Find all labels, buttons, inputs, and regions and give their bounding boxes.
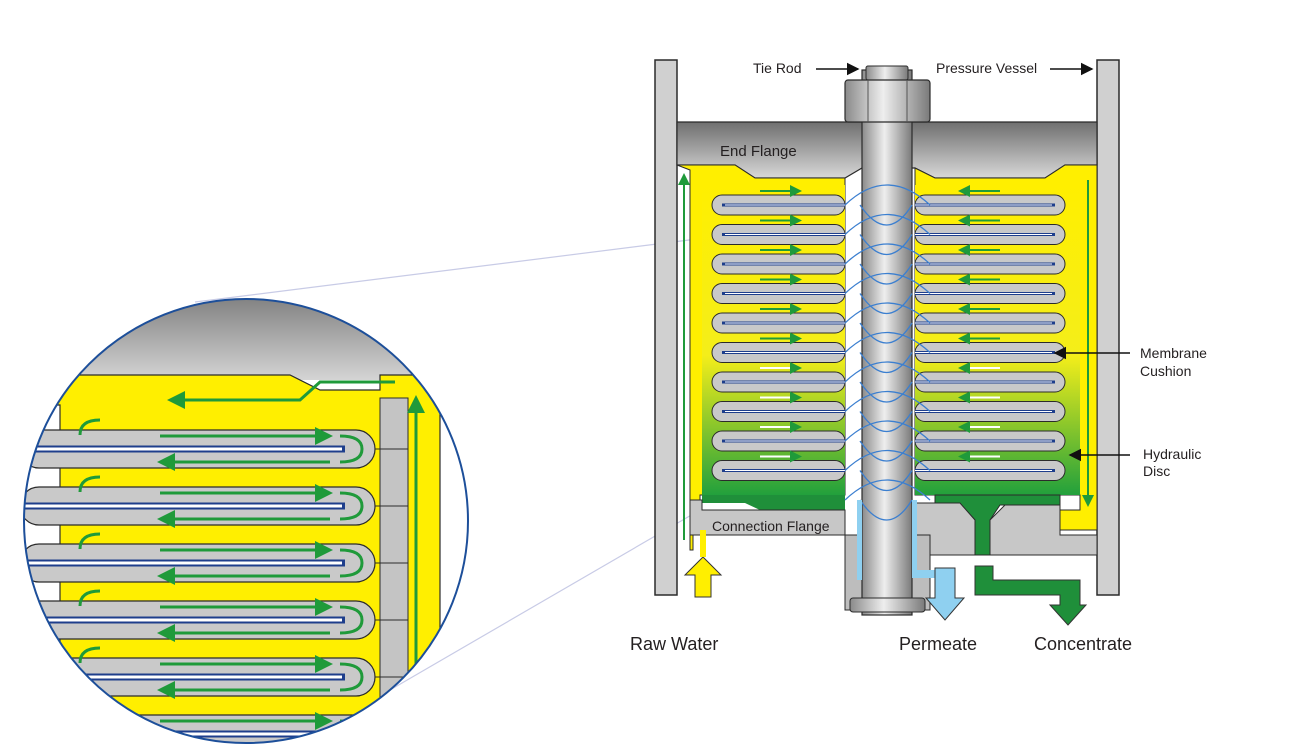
label-membrane-cushion-line1: Membrane bbox=[1140, 345, 1207, 361]
zoom-flow-turn bbox=[78, 475, 101, 493]
permeate-arrow-icon bbox=[924, 567, 966, 621]
permeate-arc bbox=[844, 420, 931, 442]
zoom-flow-turn bbox=[78, 703, 101, 721]
permeate-arc bbox=[859, 440, 913, 462]
zoom-flow-u-turn bbox=[339, 548, 364, 578]
permeate-arc bbox=[844, 214, 931, 235]
zoom-connector-bottom bbox=[389, 509, 701, 691]
zoom-flow-turn bbox=[78, 646, 101, 664]
permeate-arc bbox=[859, 322, 913, 344]
zoom-flow-u-turn bbox=[339, 491, 364, 521]
tie-rod-nut-top-cap bbox=[865, 65, 909, 81]
permeate-channel-right bbox=[912, 500, 935, 578]
permeate-arc bbox=[844, 302, 931, 324]
zoom-flow-u-turn bbox=[339, 719, 364, 743]
zoom-connector-top bbox=[194, 237, 706, 303]
zoom-flow-turn bbox=[78, 418, 101, 436]
permeate-arc bbox=[844, 479, 931, 501]
permeate-arc bbox=[844, 273, 931, 294]
permeate-arc bbox=[859, 411, 913, 432]
permeate-channel bbox=[857, 500, 862, 580]
label-concentrate: Concentrate bbox=[1034, 634, 1132, 654]
permeate-arc bbox=[844, 332, 931, 353]
zoom-top-flow-arrow-icon bbox=[167, 380, 395, 409]
zoom-flow-u-turn bbox=[339, 434, 364, 464]
permeate-arc bbox=[859, 263, 913, 285]
permeate-arc bbox=[859, 293, 913, 314]
permeate-arc bbox=[859, 470, 913, 491]
permeate-arc bbox=[859, 499, 913, 521]
zoom-flow-turn bbox=[78, 532, 101, 550]
zoom-cushion-rows bbox=[24, 418, 408, 743]
permeate-arc bbox=[859, 352, 913, 373]
label-end-flange: End Flange bbox=[720, 143, 797, 160]
label-membrane-cushion-line2: Cushion bbox=[1140, 363, 1191, 379]
permeate-flow-arcs bbox=[844, 184, 931, 521]
membrane-cushions-right bbox=[914, 180, 1094, 507]
label-hydraulic-disc-line1: Hydraulic bbox=[1143, 446, 1201, 462]
label-hydraulic-disc-line2: Disc bbox=[1143, 463, 1170, 479]
permeate-arc bbox=[859, 234, 913, 255]
pressure-vessel-right-wall bbox=[1096, 59, 1120, 596]
permeate-arc bbox=[844, 243, 931, 265]
zoom-flow-u-turn bbox=[339, 605, 364, 635]
concentrate-arrow-icon bbox=[974, 565, 1088, 626]
permeate-arc bbox=[859, 204, 913, 226]
permeate-arc bbox=[844, 391, 931, 412]
permeate-arc bbox=[844, 184, 931, 206]
membrane-cushions-left bbox=[678, 173, 846, 540]
tie-rod-nut-bottom bbox=[849, 597, 926, 613]
zoom-detail bbox=[23, 298, 469, 744]
label-pressure-vessel: Pressure Vessel bbox=[936, 60, 1037, 76]
connection-flange-left bbox=[689, 499, 846, 536]
zoom-hydraulic-disc-edge bbox=[379, 397, 409, 743]
hydraulic-disc-bottom-left bbox=[702, 495, 845, 510]
connection-flange-right-outer bbox=[989, 504, 1098, 556]
zoom-circle-outline bbox=[23, 298, 469, 744]
module bbox=[654, 59, 1120, 616]
raw-water-arrow-icon bbox=[683, 556, 723, 598]
label-connection-flange: Connection Flange bbox=[712, 518, 830, 534]
zoom-flow-turn bbox=[78, 589, 101, 607]
label-raw-water: Raw Water bbox=[630, 634, 718, 654]
label-permeate: Permeate bbox=[899, 634, 977, 654]
permeate-arc bbox=[859, 381, 913, 403]
pressure-vessel-left-wall bbox=[654, 59, 678, 596]
zoom-flow-u-turn bbox=[339, 662, 364, 692]
permeate-arc bbox=[844, 361, 931, 383]
zoom-end-flange bbox=[24, 299, 468, 380]
tie-rod-nut-top bbox=[844, 79, 931, 123]
permeate-arc bbox=[844, 450, 931, 471]
label-tie-rod: Tie Rod bbox=[753, 60, 802, 76]
